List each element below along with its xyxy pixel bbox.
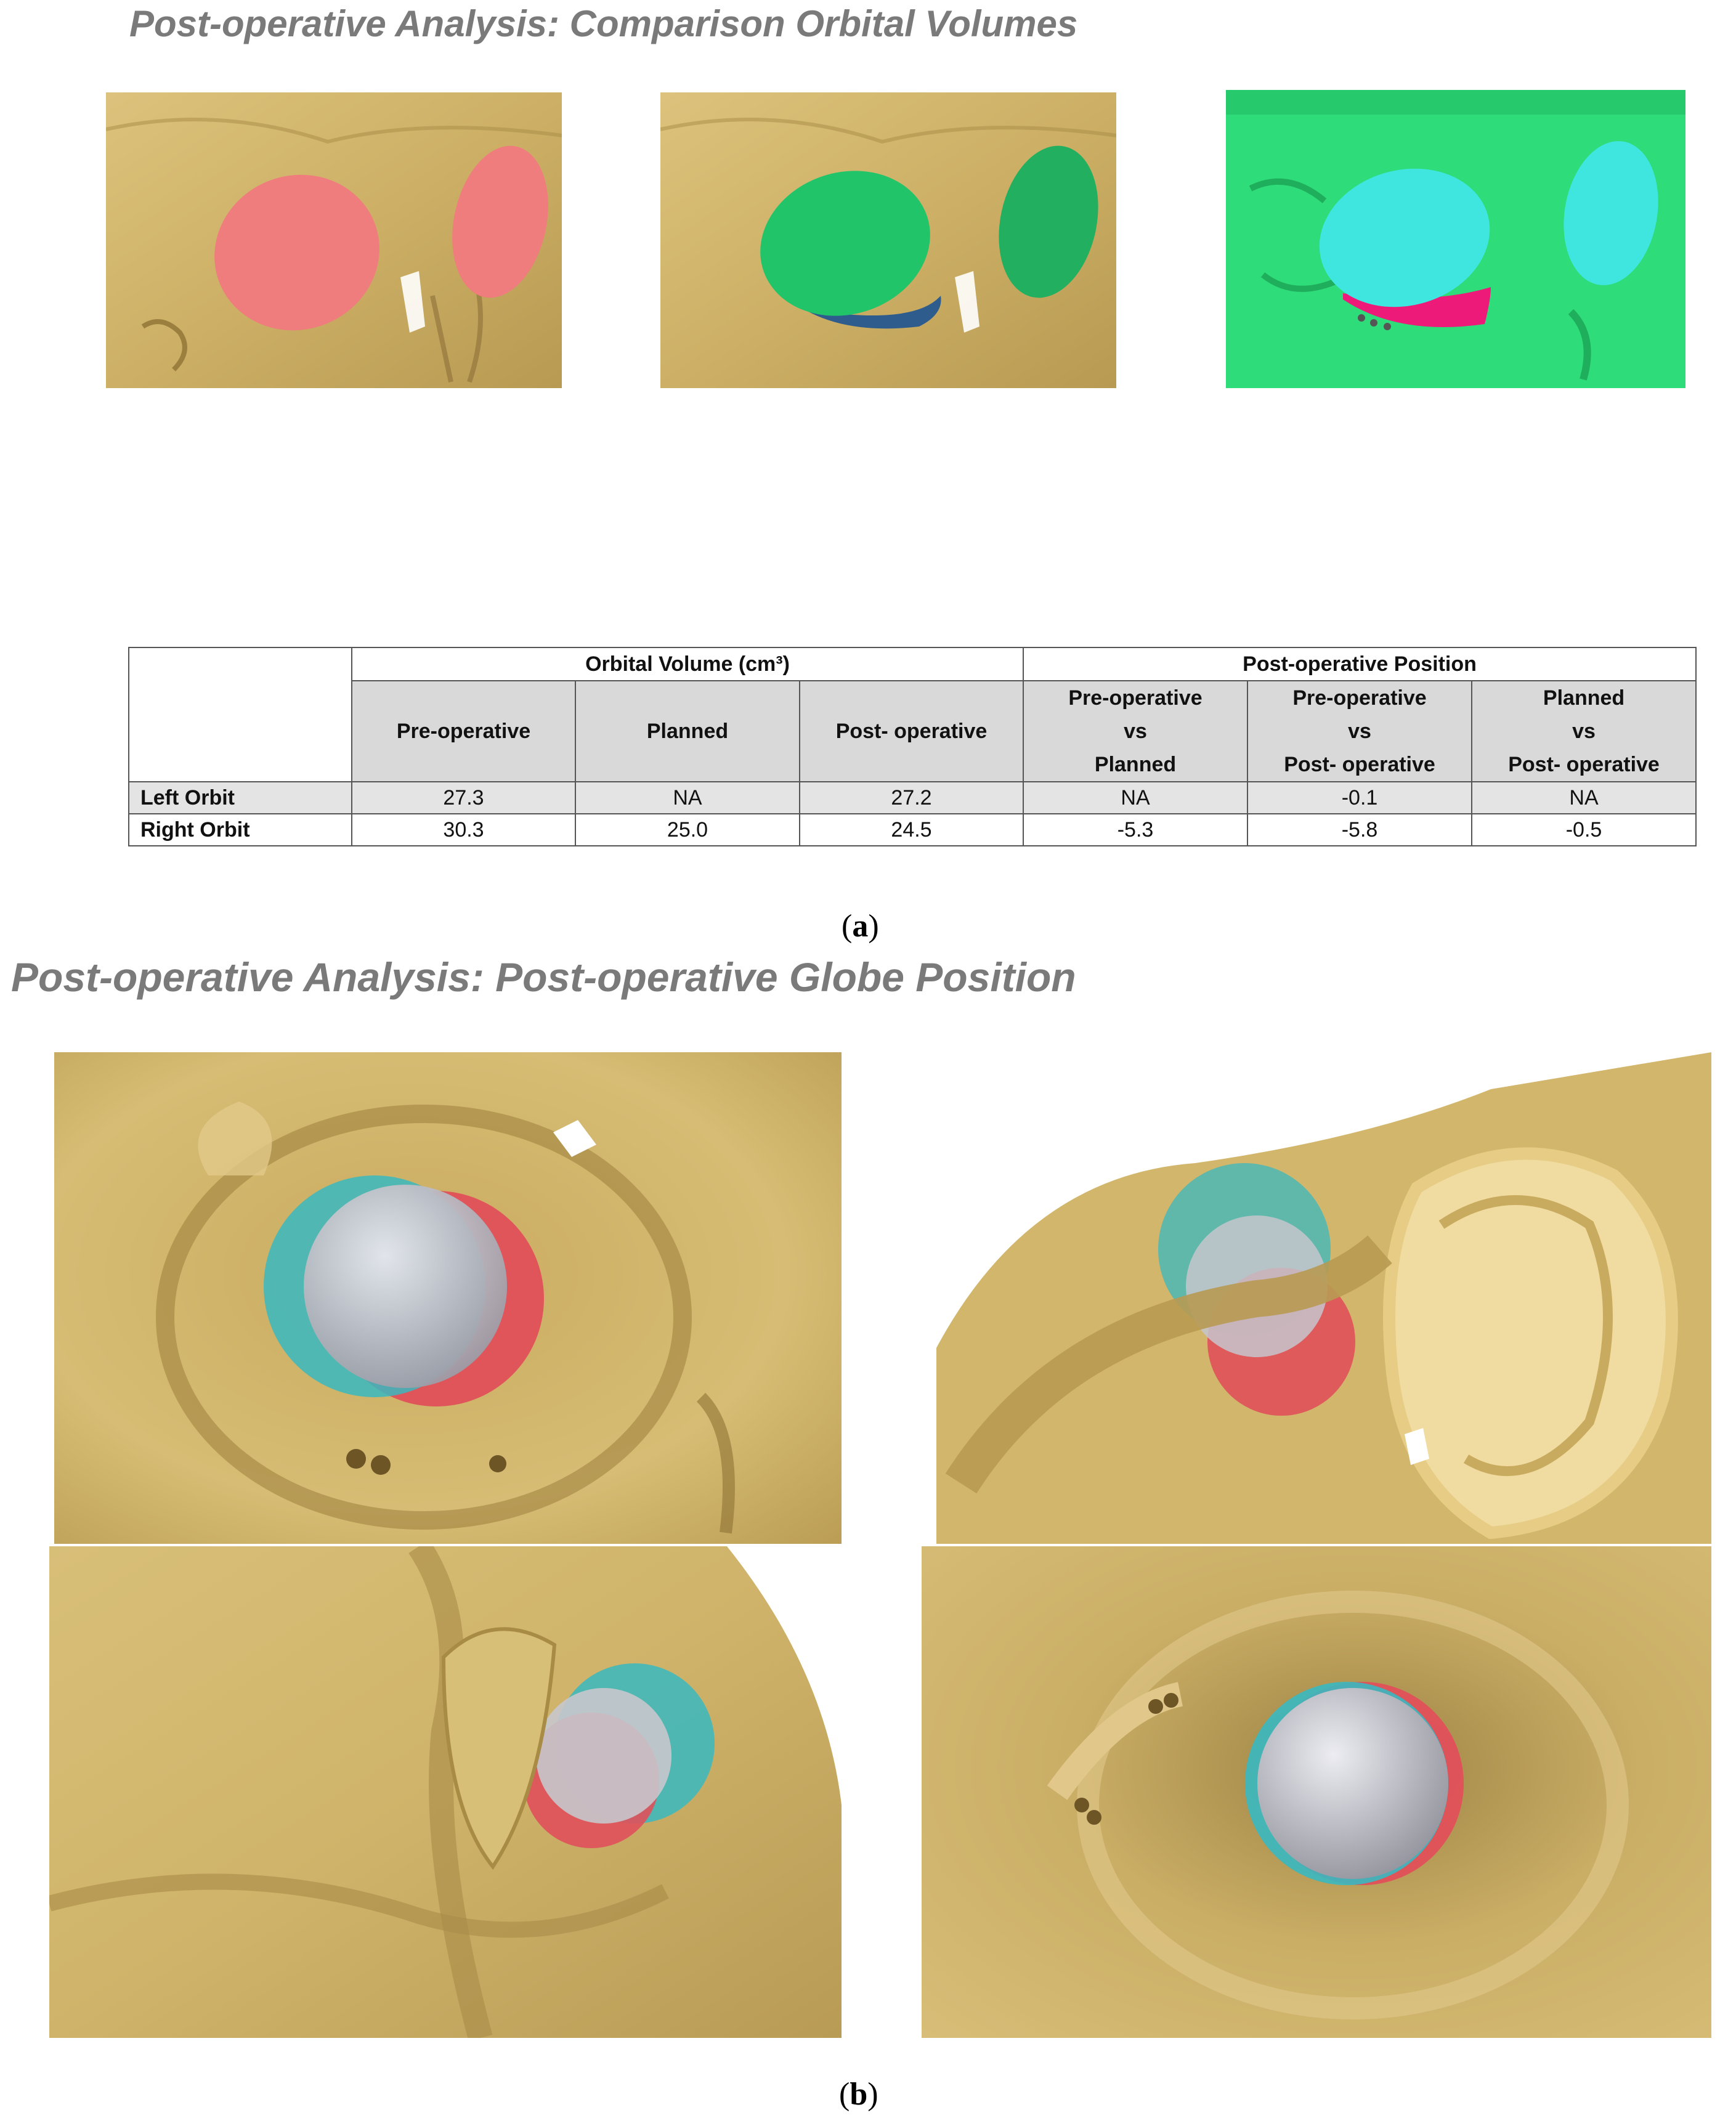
cell-preop: 30.3 [351,813,576,846]
cell-preop-vs-planned: -5.3 [1023,813,1249,846]
cell-planned: 25.0 [575,813,800,846]
panel-b-caption: (b) [839,2077,878,2112]
cell-planned: NA [575,781,800,814]
panel-b-title: Post-operative Analysis: Post-operative … [11,954,1076,1000]
globe-oblique-render [936,1052,1711,1544]
panel-a-title: Post-operative Analysis: Comparison Orbi… [129,3,1078,44]
cell-preop-vs-postop: -5.8 [1247,813,1473,846]
planned-orbit-render [660,92,1116,388]
cell-postop: 27.2 [798,781,1024,814]
col-header-preop: Pre-operative [351,680,576,782]
preop-orbit-render [106,92,562,388]
col-header-preop-vs-postop: Pre-operative vs Post- operative [1247,680,1473,782]
col-header-preop-vs-planned: Pre-operative vs Planned [1023,680,1249,782]
col-header-planned-vs-postop: Planned vs Post- operative [1471,680,1697,782]
row-label: Left Orbit [128,781,352,814]
cell-planned-vs-postop: -0.5 [1471,813,1697,846]
col-header-postop: Post- operative [798,680,1024,782]
cell-planned-vs-postop: NA [1471,781,1697,814]
globe-frontal-render [54,1052,842,1544]
group-header-postop-position: Post-operative Position [1023,647,1697,681]
row-label: Right Orbit [128,813,352,846]
group-header-orbital-volume: Orbital Volume (cm³) [351,647,1024,681]
globe-lateral-render [49,1546,842,2038]
table-row: Left Orbit 27.3 NA 27.2 NA -0.1 NA [128,781,1697,814]
cell-preop-vs-postop: -0.1 [1247,781,1473,814]
orbital-volume-table: Orbital Volume (cm³) Post-operative Posi… [128,647,1697,846]
postop-orbit-render [1226,90,1685,388]
table-row: Right Orbit 30.3 25.0 24.5 -5.3 -5.8 -0.… [128,813,1697,846]
panel-a-caption: (a) [842,909,879,944]
cell-postop: 24.5 [798,813,1024,846]
col-header-planned: Planned [575,680,800,782]
cell-preop: 27.3 [351,781,576,814]
cell-preop-vs-planned: NA [1023,781,1249,814]
globe-inferior-render [922,1546,1711,2038]
table-corner-cell [128,647,352,782]
